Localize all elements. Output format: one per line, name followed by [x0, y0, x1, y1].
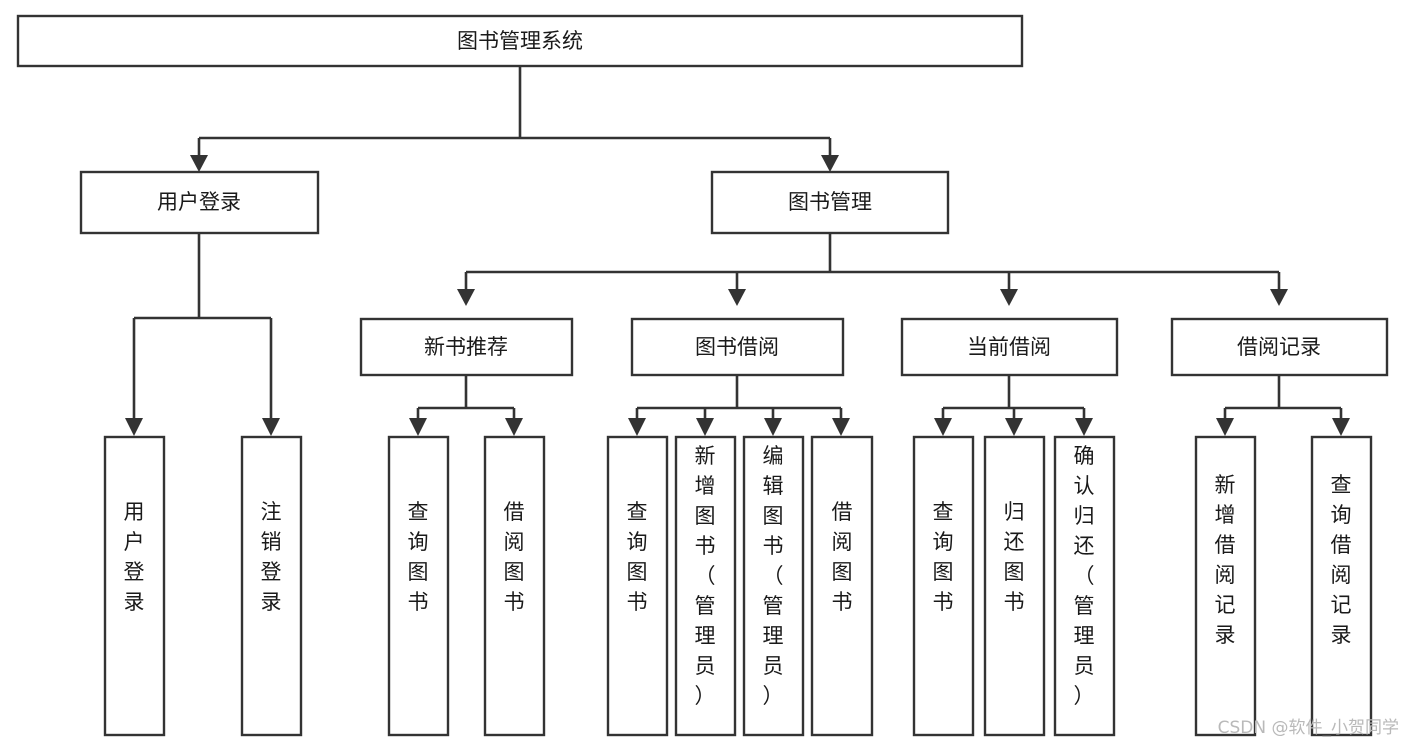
node-user-login-label: 用户登录: [157, 190, 241, 214]
arrow-head-book-mgmt: [821, 155, 839, 172]
node-leaf-confirm-return-label: 确认归还（管理员）: [1074, 444, 1095, 708]
node-borrow-record-box[interactable]: [1170, 317, 1389, 377]
connector-group-new-book-recommend: [409, 375, 523, 436]
node-leaf-edit-book-label: 编辑图书（管理员）: [763, 444, 784, 708]
arrow-head-leaf-add-book: [696, 418, 714, 436]
node-leaf-logout-login-label: 注销登录: [261, 500, 282, 614]
node-leaf-add-book-box[interactable]: [674, 435, 737, 737]
node-leaf-logout-login-box[interactable]: [240, 435, 303, 737]
arrow-head-leaf-logout-login: [262, 418, 280, 436]
node-leaf-query-book-2-label: 查询图书: [627, 500, 648, 614]
node-leaf-borrow-book-1-box[interactable]: [483, 435, 546, 737]
node-book-management[interactable]: 图书管理: [710, 170, 950, 235]
arrow-head-leaf-return-book: [1005, 418, 1023, 436]
arrow-head-leaf-query-book-3: [934, 418, 952, 436]
node-new-book-recommend-label: 新书推荐: [424, 335, 508, 359]
node-new-book-recommend-box[interactable]: [359, 317, 574, 377]
arrow-head-leaf-query-record: [1332, 418, 1350, 436]
node-leaf-add-book-label: 新增图书（管理员）: [695, 444, 716, 708]
node-borrow-record-label: 借阅记录: [1237, 335, 1321, 359]
node-current-borrow-label: 当前借阅: [967, 335, 1051, 359]
connector-group-book-borrow: [628, 375, 850, 436]
node-leaf-return-book-box[interactable]: [983, 435, 1046, 737]
node-leaf-confirm-return-box[interactable]: [1053, 435, 1116, 737]
node-leaf-borrow-book-1[interactable]: 借阅图书: [483, 435, 546, 737]
node-leaf-query-book-3-box[interactable]: [912, 435, 975, 737]
arrow-head-leaf-borrow-book-1: [505, 418, 523, 436]
arrow-head-leaf-user-login: [125, 418, 143, 436]
node-new-book-recommend[interactable]: 新书推荐: [359, 317, 574, 377]
connector-group-root: [190, 66, 839, 172]
node-leaf-query-book-1-box[interactable]: [387, 435, 450, 737]
node-book-borrow-label: 图书借阅: [695, 335, 779, 359]
node-leaf-user-login-label: 用户登录: [124, 500, 145, 614]
node-leaf-add-book[interactable]: 新增图书（管理员）: [674, 435, 737, 737]
node-book-management-label: 图书管理: [788, 190, 872, 214]
node-book-borrow[interactable]: 图书借阅: [630, 317, 845, 377]
node-leaf-return-book-label: 归还图书: [1004, 500, 1025, 614]
node-leaf-edit-book[interactable]: 编辑图书（管理员）: [742, 435, 805, 737]
arrow-head-current-borrow: [1000, 289, 1018, 306]
arrow-head-leaf-add-record: [1216, 418, 1234, 436]
node-leaf-query-book-3-label: 查询图书: [933, 500, 954, 614]
node-leaf-query-book-2[interactable]: 查询图书: [606, 435, 669, 737]
arrow-head-leaf-query-book-1: [409, 418, 427, 436]
node-leaf-add-record-box[interactable]: [1194, 435, 1257, 737]
arrow-head-new-book-recommend: [457, 289, 475, 306]
node-leaf-confirm-return[interactable]: 确认归还（管理员）: [1053, 435, 1116, 737]
arrow-head-book-borrow: [728, 289, 746, 306]
node-leaf-borrow-book-2[interactable]: 借阅图书: [810, 435, 874, 737]
node-leaf-borrow-book-2-label: 借阅图书: [832, 500, 853, 614]
node-leaf-query-record-label: 查询借阅记录: [1331, 473, 1352, 647]
node-borrow-record[interactable]: 借阅记录: [1170, 317, 1389, 377]
node-book-borrow-box[interactable]: [630, 317, 845, 377]
node-leaf-query-record[interactable]: 查询借阅记录: [1310, 435, 1373, 737]
node-leaf-query-record-box[interactable]: [1310, 435, 1373, 737]
node-leaf-add-record-label: 新增借阅记录: [1215, 473, 1236, 647]
arrow-head-leaf-borrow-book-2: [832, 418, 850, 436]
arrow-head-leaf-query-book-2: [628, 418, 646, 436]
node-user-login-box[interactable]: [79, 170, 320, 235]
connector-group-current-borrow: [934, 375, 1093, 436]
connector-group-user-login: [125, 233, 280, 436]
node-leaf-borrow-book-2-box[interactable]: [810, 435, 874, 737]
node-current-borrow-box[interactable]: [900, 317, 1119, 377]
node-root-box[interactable]: [16, 14, 1024, 68]
node-leaf-borrow-book-1-label: 借阅图书: [504, 500, 525, 614]
arrow-head-leaf-edit-book: [764, 418, 782, 436]
csdn-watermark: CSDN @软件_小贺同学: [1218, 718, 1399, 738]
node-leaf-query-book-1[interactable]: 查询图书: [387, 435, 450, 737]
arrow-head-user-login: [190, 155, 208, 172]
node-book-management-box[interactable]: [710, 170, 950, 235]
node-root[interactable]: 图书管理系统: [16, 14, 1024, 68]
node-leaf-return-book[interactable]: 归还图书: [983, 435, 1046, 737]
node-leaf-query-book-3[interactable]: 查询图书: [912, 435, 975, 737]
node-current-borrow[interactable]: 当前借阅: [900, 317, 1119, 377]
node-leaf-query-book-2-box[interactable]: [606, 435, 669, 737]
connector-group-borrow-record: [1216, 375, 1350, 436]
node-leaf-edit-book-box[interactable]: [742, 435, 805, 737]
node-leaf-query-book-1-label: 查询图书: [408, 500, 429, 614]
node-root-label: 图书管理系统: [457, 29, 583, 53]
connector-group-book-management: [457, 233, 1288, 306]
arrow-head-borrow-record: [1270, 289, 1288, 306]
node-leaf-user-login-box[interactable]: [103, 435, 166, 737]
arrow-head-leaf-confirm-return: [1075, 418, 1093, 436]
node-leaf-user-login[interactable]: 用户登录: [103, 435, 166, 737]
node-leaf-logout-login[interactable]: 注销登录: [240, 435, 303, 737]
node-leaf-add-record[interactable]: 新增借阅记录: [1194, 435, 1257, 737]
node-user-login[interactable]: 用户登录: [79, 170, 320, 235]
